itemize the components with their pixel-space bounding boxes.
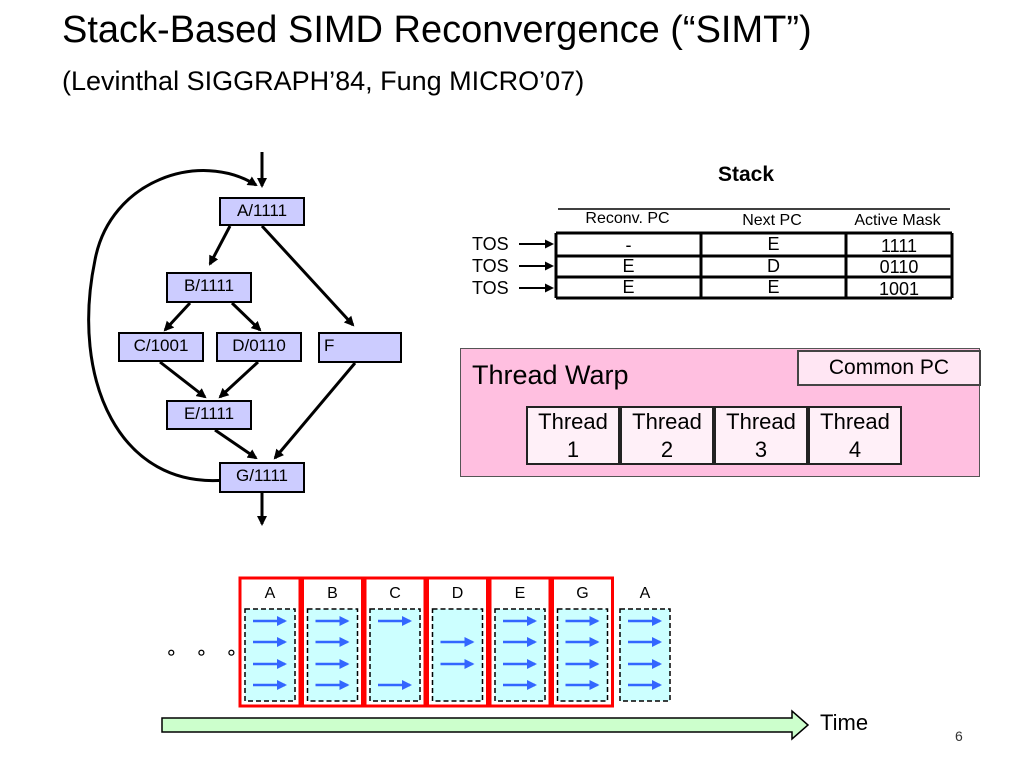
thread-box: Thread 2	[620, 406, 714, 465]
tos-label: TOS	[472, 278, 509, 298]
slide-title: Stack-Based SIMD Reconvergence (“SIMT”)	[62, 9, 812, 51]
common-pc-box: Common PC	[797, 350, 981, 386]
thread-number: 1	[566, 437, 580, 462]
step-label: C	[389, 585, 401, 602]
step-label: A	[264, 585, 276, 602]
tos-label: TOS	[472, 256, 509, 276]
highlight-frame	[551, 576, 614, 708]
edge-e-g	[214, 428, 258, 460]
stack-title: Stack	[718, 163, 775, 186]
edge-f-g	[273, 362, 357, 460]
ellipsis-dots: ∘ ∘ ∘ ∘	[165, 642, 274, 664]
stack-cell: E	[622, 256, 635, 276]
stack-header-next-pc: Next PC	[742, 212, 802, 229]
step-label: A	[639, 585, 651, 602]
step-box	[556, 608, 609, 702]
thread-box: Thread 3	[714, 406, 808, 465]
thread-word: Thread	[726, 409, 796, 434]
stack-cell: 1001	[878, 279, 920, 299]
highlight-frame	[488, 576, 552, 708]
step-box	[431, 608, 484, 702]
loop-edge	[87, 169, 258, 483]
time-label: Time	[820, 710, 869, 735]
stack-header-active-mask: Active Mask	[854, 212, 941, 229]
thread-number: 2	[660, 437, 674, 462]
cfg-node-a: A/1111	[219, 197, 305, 226]
step-box	[306, 608, 359, 702]
cfg-node-c: C/1001	[118, 332, 204, 362]
page-number: 6	[955, 728, 963, 744]
step-label: D	[451, 585, 464, 602]
highlight-frame	[363, 576, 427, 708]
thread-number: 4	[848, 437, 862, 462]
thread-word: Thread	[538, 409, 608, 434]
stack-cell: E	[622, 277, 635, 297]
step-box	[369, 608, 421, 702]
thread-warp-label: Thread Warp	[472, 360, 629, 390]
stack-cell: -	[625, 235, 632, 255]
slide-subtitle: (Levinthal SIGGRAPH’84, Fung MICRO’07)	[62, 66, 585, 96]
step-label: G	[576, 585, 589, 602]
stack-header-reconv-pc: Reconv. PC	[585, 210, 670, 227]
edge-b-d	[230, 301, 262, 332]
tos-label: TOS	[472, 234, 509, 254]
step-label: E	[514, 585, 526, 602]
edge-c-e	[159, 360, 207, 399]
thread-word: Thread	[820, 409, 890, 434]
thread-word: Thread	[632, 409, 702, 434]
step-box	[619, 608, 671, 702]
cfg-node-f: F	[318, 332, 402, 363]
edge-a-b	[208, 225, 232, 266]
highlight-frame	[426, 576, 489, 708]
edge-b-c	[163, 301, 192, 332]
cfg-node-d: D/0110	[216, 332, 302, 362]
stack-cell: 1111	[880, 236, 918, 256]
cfg-node-e: E/1111	[166, 400, 252, 430]
cfg-node-g: G/1111	[219, 462, 305, 493]
stack-cell: D	[767, 256, 780, 276]
highlight-frame	[301, 576, 364, 708]
thread-box: Thread 4	[808, 406, 902, 465]
highlight-frame	[238, 576, 302, 708]
thread-number: 3	[754, 437, 768, 462]
stack-cell: E	[767, 234, 780, 254]
step-label: B	[327, 585, 338, 602]
thread-box: Thread 1	[526, 406, 620, 465]
stack-cell: E	[767, 277, 780, 297]
step-box	[244, 608, 296, 702]
cfg-node-b: B/1111	[166, 272, 252, 303]
time-arrow	[161, 709, 810, 741]
edge-a-f	[260, 224, 355, 327]
step-box	[494, 608, 546, 702]
stack-cell: 0110	[879, 257, 919, 277]
edge-d-e	[218, 360, 260, 399]
